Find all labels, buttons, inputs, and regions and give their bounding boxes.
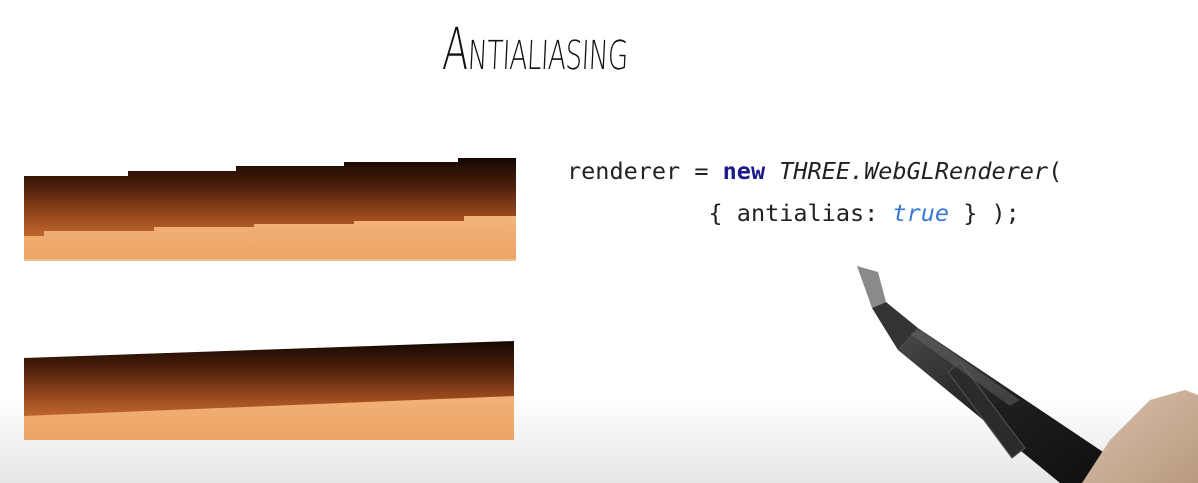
code-open-paren: (: [1048, 157, 1063, 185]
aliased-stripe-image: [24, 158, 516, 261]
pen-side-button: [947, 361, 1026, 459]
code-keyword-new: new: [722, 157, 766, 185]
title-rest: NTIALIASING: [466, 33, 629, 79]
aliased-dark-band: [24, 158, 516, 236]
code-brace-close: }: [963, 199, 978, 227]
code-class-name: THREE.WebGLRenderer: [779, 157, 1049, 185]
code-prop: antialias:: [736, 199, 879, 227]
code-var: renderer: [567, 157, 681, 185]
code-equals: =: [694, 157, 709, 185]
title-first-letter: A: [441, 15, 470, 83]
code-indent: [567, 199, 708, 227]
pen-highlight: [910, 330, 1020, 406]
code-snippet: renderer = new THREE.WebGLRenderer( { an…: [567, 150, 1062, 234]
pen-tip: [857, 266, 886, 308]
code-close: );: [991, 199, 1020, 227]
antialiased-stripe-image: [24, 341, 514, 440]
code-value-true: true: [892, 199, 950, 227]
stylus-pen-image: [857, 266, 1198, 483]
page-title: ANTIALIASING: [441, 15, 629, 83]
pen-body: [898, 328, 1115, 483]
code-brace-open: {: [708, 199, 723, 227]
pen-cone: [872, 302, 918, 350]
aliased-bottom-edge: [24, 259, 516, 261]
antialiased-dark-band: [24, 341, 514, 416]
hand: [1082, 390, 1198, 483]
